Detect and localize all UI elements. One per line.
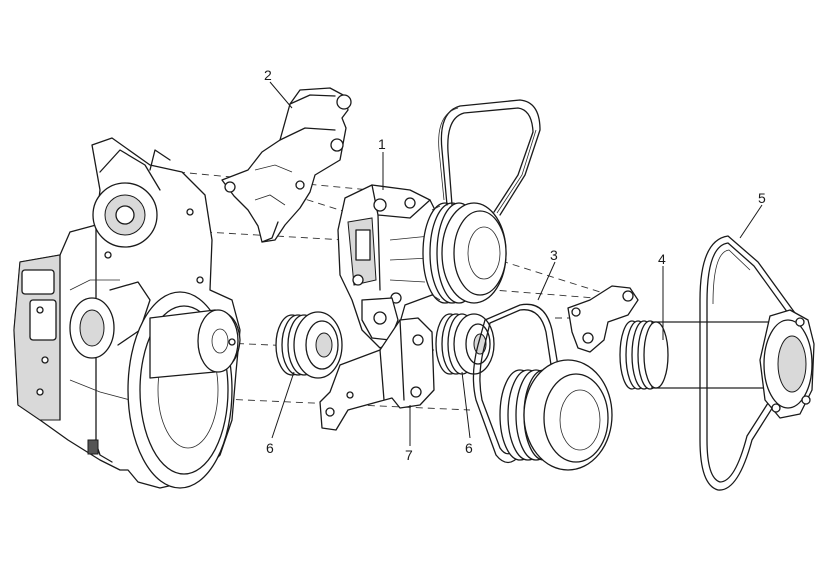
tensioner-arm (567, 285, 639, 353)
pulley-bracket (319, 317, 435, 431)
fan-belt-and-flange (699, 235, 815, 491)
drive-shaft-hub (619, 320, 771, 390)
crankshaft-damper-pulley (127, 291, 241, 489)
callout-3: 3 (550, 247, 558, 263)
alternator-belt (438, 99, 541, 216)
alternator (337, 184, 447, 349)
leader-3 (537, 261, 556, 301)
idler-pulley-right (435, 313, 495, 375)
fan-drive-pulley (499, 359, 613, 471)
callout-1: 1 (378, 136, 386, 152)
tensioner-bracket (221, 87, 352, 243)
callout-6-left: 6 (266, 440, 274, 456)
alternator-pulley (422, 202, 507, 304)
callout-5: 5 (758, 190, 766, 206)
callout-leaders (269, 81, 763, 446)
leader-2 (269, 81, 293, 109)
leader-5 (739, 204, 763, 239)
leader-6-left (271, 371, 295, 439)
leader-6-right (461, 371, 471, 439)
callout-7: 7 (405, 447, 413, 463)
callout-2: 2 (264, 67, 272, 83)
callout-4: 4 (658, 251, 666, 267)
callout-6-right: 6 (465, 440, 473, 456)
idler-pulley-left (275, 311, 343, 379)
